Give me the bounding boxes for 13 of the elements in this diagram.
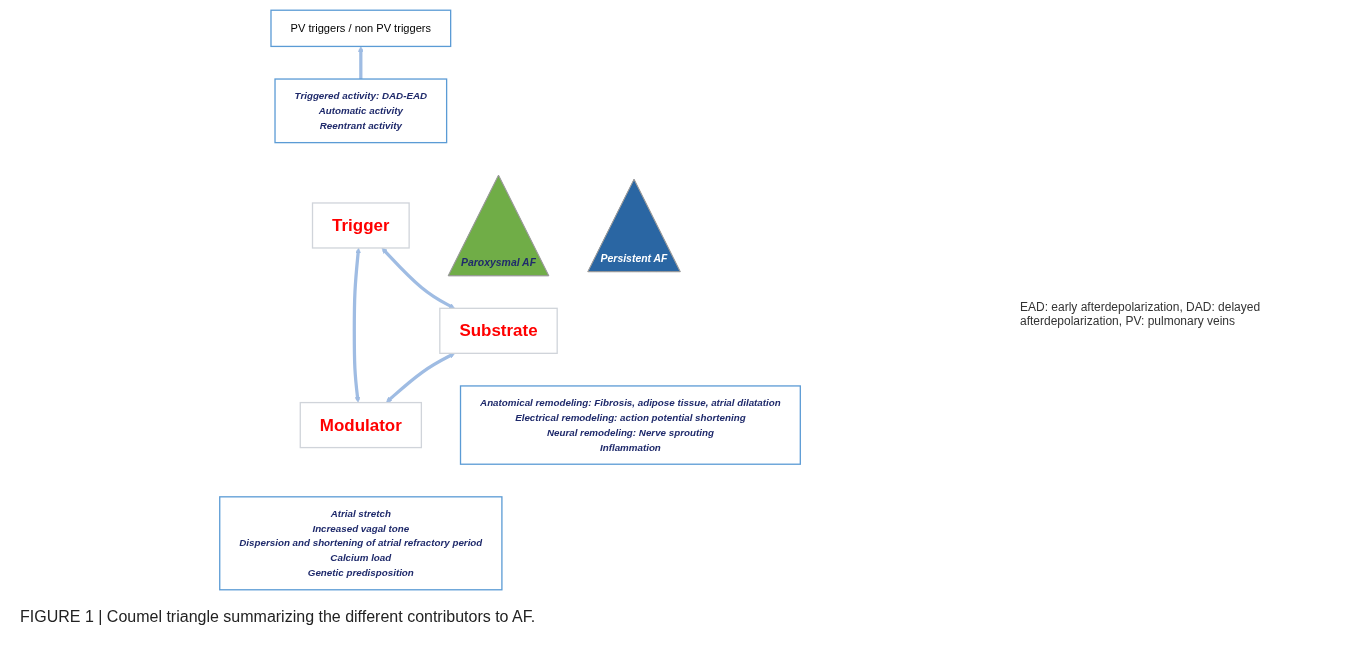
- figure-caption: FIGURE 1 | Coumel triangle summarizing the different contributors to AF.: [20, 608, 536, 626]
- node-box: Substrate: [439, 307, 558, 354]
- arrow: [357, 46, 364, 80]
- node-box: Triggered activity: DAD-EAD Automatic activity Reentrant activity: [274, 78, 448, 144]
- node-box: Atrial stretch Increased vagal tone Dispersion and shortening of atrial refractory period Calcium load Genetic predisposition: [219, 496, 503, 591]
- node-box: Trigger: [311, 202, 410, 249]
- node-box: PV triggers / non PV triggers: [270, 9, 452, 48]
- arrow: [381, 247, 455, 309]
- arrow: [352, 247, 361, 403]
- arrow: [386, 353, 456, 403]
- node-box: Anatomical remodeling: Fibrosis, adipose tissue, atrial dilatation Electrical remodeling: action potential shortening Neural remodeling: Nerve sprouting Inflammation: [459, 385, 801, 465]
- node-box: Modulator: [299, 401, 422, 449]
- footnote: EAD: early afterdepolarization, DAD: delayed afterdepolarization, PV: pulmonary veins: [1020, 300, 1262, 328]
